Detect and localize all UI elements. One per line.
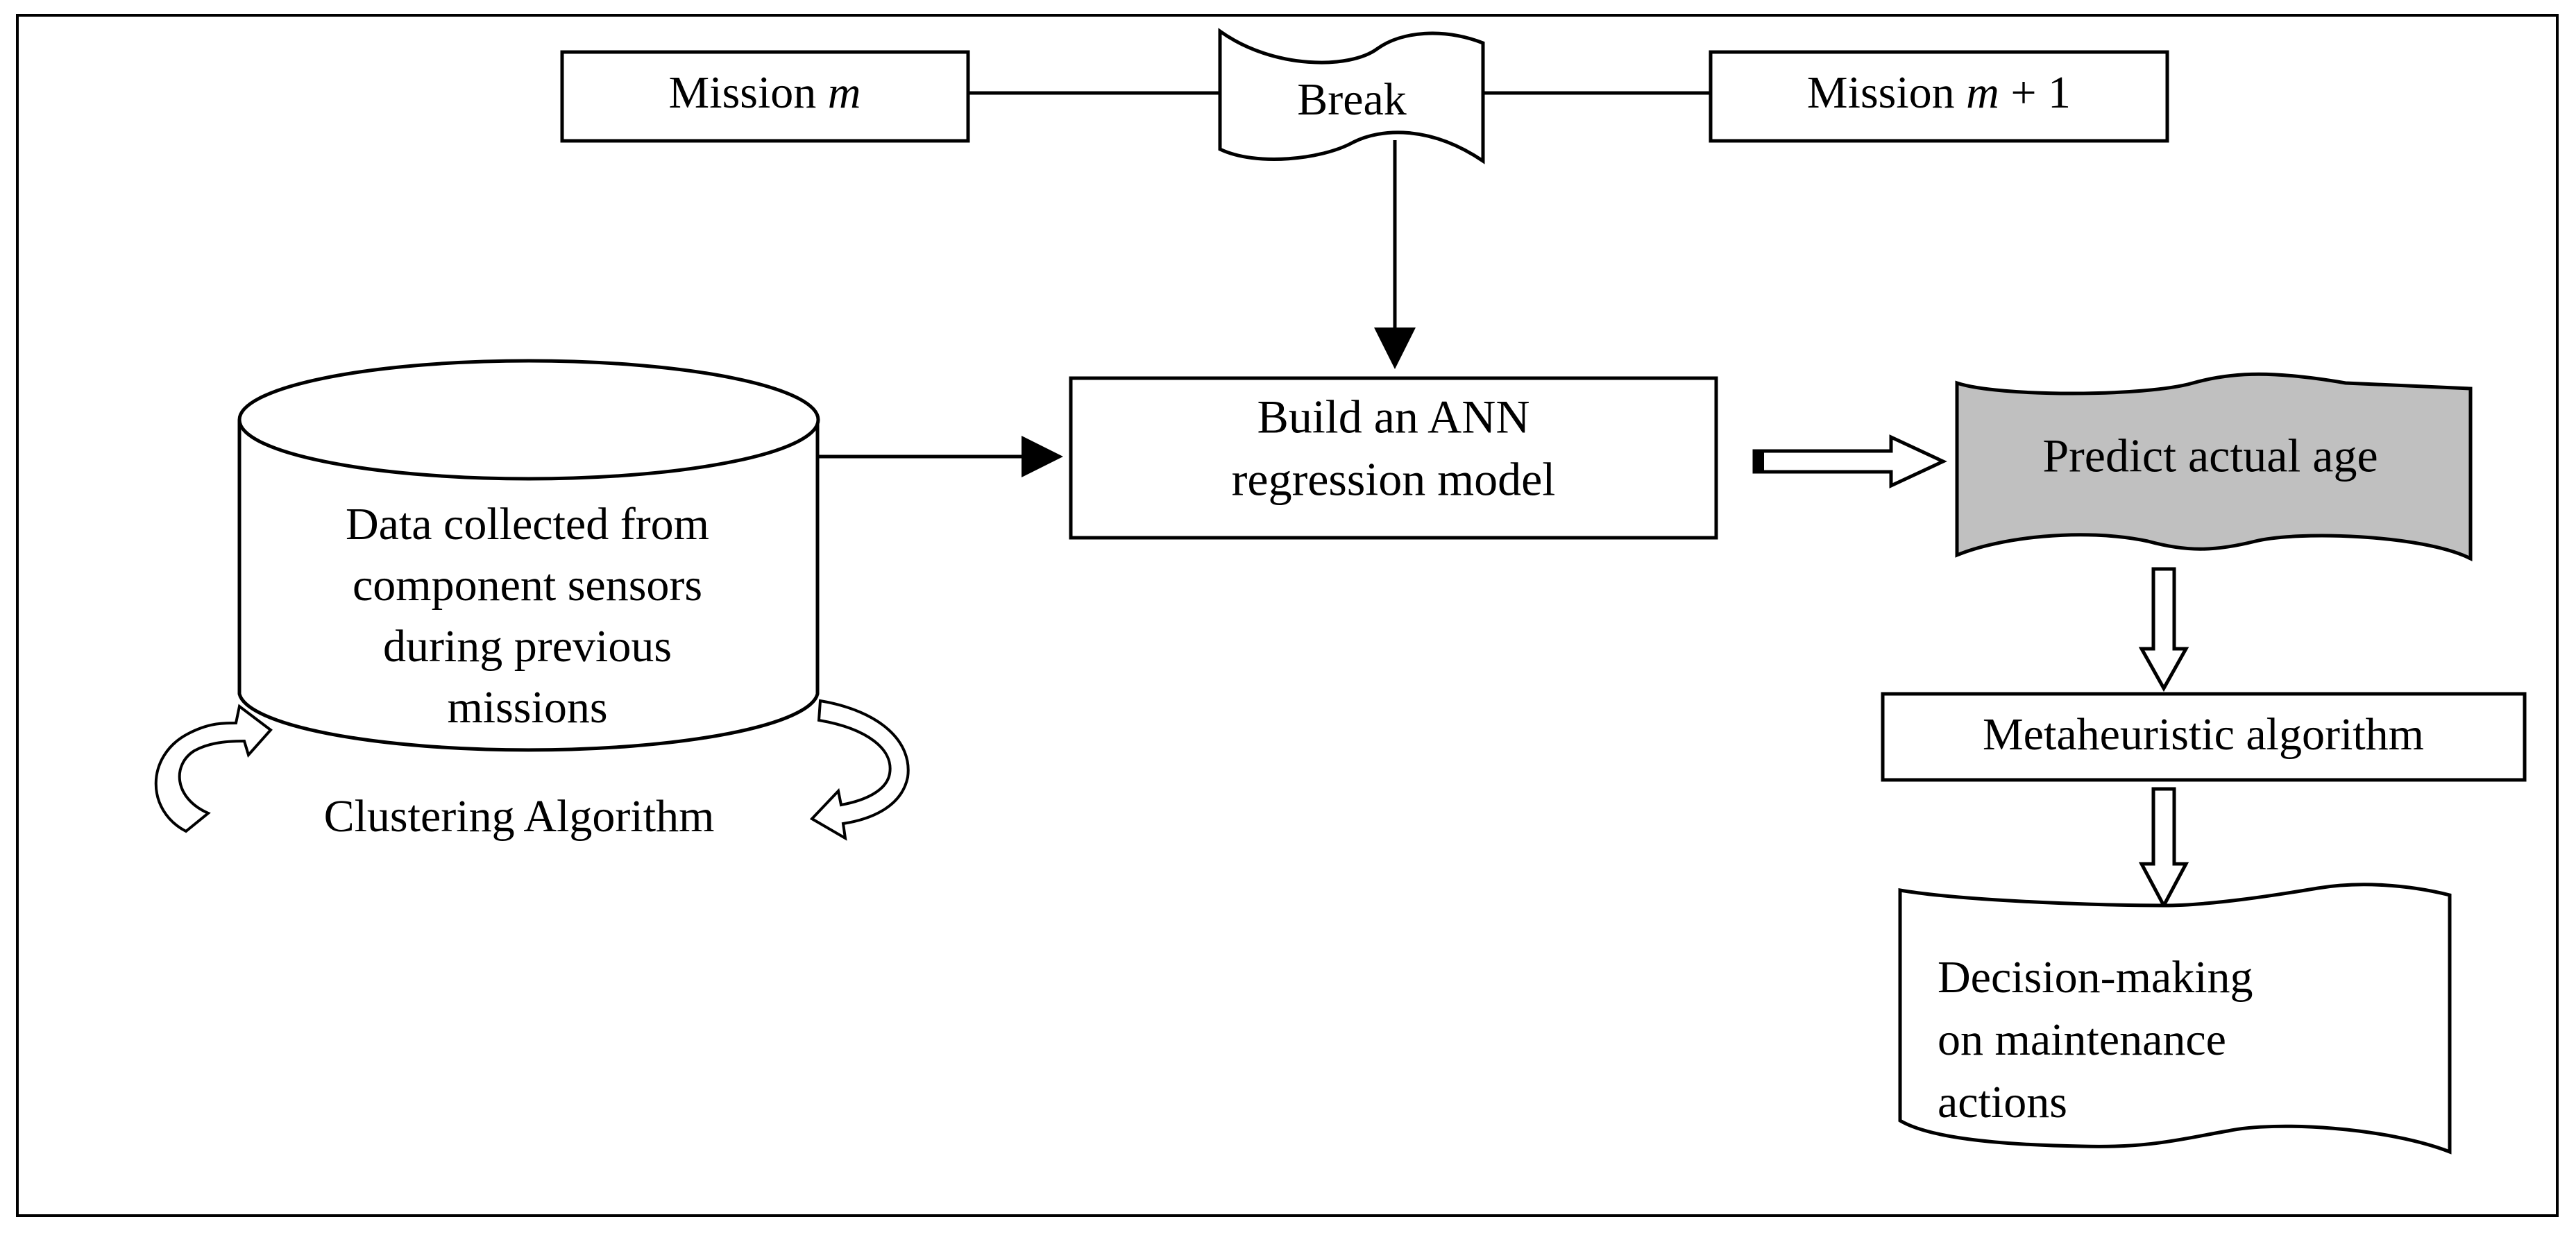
predict-label: Predict actual age: [2042, 430, 2378, 482]
clustering-label: Clustering Algorithm: [324, 791, 715, 842]
ann-line-1: Build an ANN: [1257, 391, 1530, 443]
database-line-3: during previous: [383, 621, 672, 672]
metaheuristic-label: Metaheuristic algorithm: [1983, 709, 2424, 760]
predict-age-node: Predict actual age: [1955, 372, 2473, 562]
block-arrow-predict-to-meta: [2138, 567, 2189, 692]
ann-line-2: regression model: [1232, 453, 1555, 506]
database-node: Data collected from component sensors du…: [237, 359, 820, 752]
mission-m-node: Mission m: [560, 50, 970, 143]
database-line-1: Data collected from: [346, 499, 709, 550]
mission-m1-label: Mission m + 1: [1807, 67, 2071, 118]
mission-m-label: Mission m: [669, 67, 861, 118]
outer-frame: [16, 14, 2559, 1217]
database-line-2: component sensors: [353, 560, 702, 611]
decision-line-2: on maintenance: [1938, 1014, 2226, 1065]
block-arrow-ann-to-predict: [1752, 434, 1947, 488]
break-node: Break: [1218, 28, 1485, 164]
block-arrow-meta-to-decision: [2138, 787, 2189, 910]
cycle-arrow-left: [154, 704, 273, 833]
database-line-4: missions: [447, 682, 607, 733]
ann-model-node: Build an ANN regression model: [1069, 376, 1718, 540]
break-label: Break: [1297, 74, 1407, 125]
metaheuristic-node: Metaheuristic algorithm: [1881, 692, 2527, 782]
mission-m1-node: Mission m + 1: [1709, 50, 2169, 143]
cycle-arrow-right: [809, 699, 910, 841]
decision-node: Decision-making on maintenance actions: [1898, 883, 2452, 1155]
clustering-cycle-icon: Clustering Algorithm: [154, 699, 910, 842]
decision-line-1: Decision-making: [1938, 952, 2253, 1003]
decision-line-3: actions: [1938, 1077, 2067, 1128]
